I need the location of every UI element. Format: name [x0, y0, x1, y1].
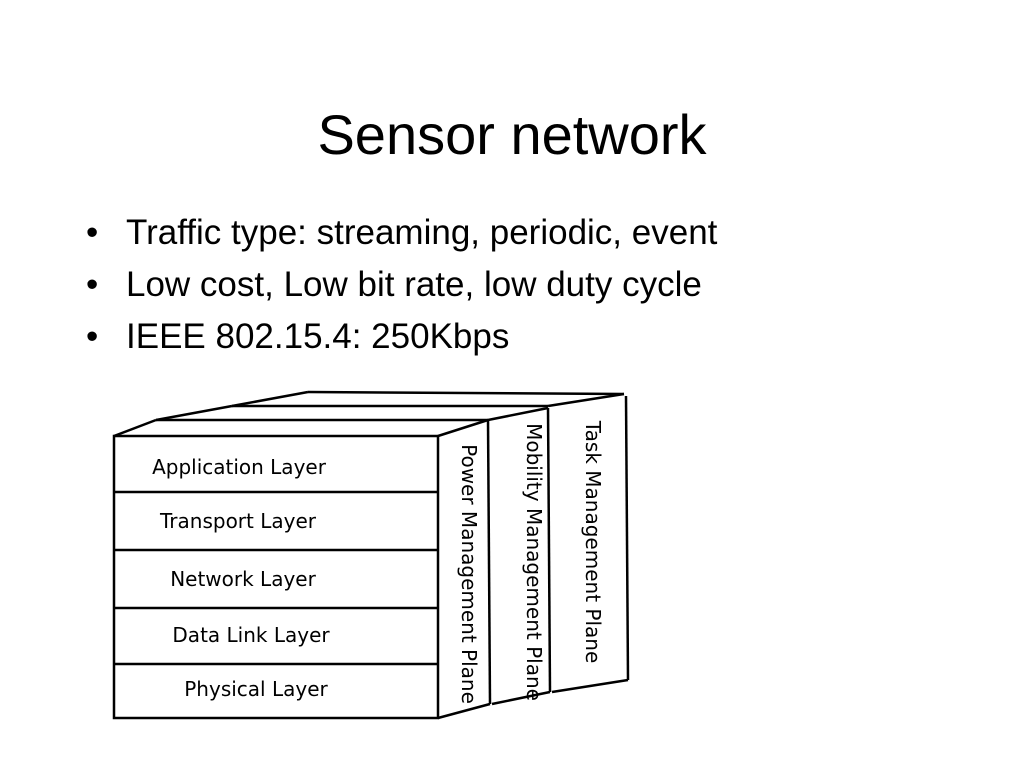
physical-layer-label: Physical Layer: [184, 677, 328, 701]
slide-title: Sensor network: [317, 103, 707, 166]
task-plane-diagonal: [547, 392, 625, 408]
bullet-icon: •: [86, 265, 99, 304]
application-layer-label: Application Layer: [152, 455, 327, 479]
power-management-plane-label: Power Management Plane: [457, 444, 481, 704]
mobility-plane-left-edge: [155, 404, 233, 422]
layer-stack-box: [112, 434, 440, 720]
task-management-plane-label: Task Management Plane: [581, 420, 605, 663]
power-plane-left-edge: [113, 418, 157, 438]
power-plane-diagonal: [437, 418, 489, 438]
bullet-text: Traffic type: streaming, periodic, event: [126, 213, 718, 252]
bullet-text: Low cost, Low bit rate, low duty cycle: [126, 265, 702, 304]
network-layer-label: Network Layer: [170, 567, 316, 591]
mobility-plane-right-edge: [546, 407, 552, 693]
task-plane-left-edge: [231, 390, 309, 408]
bullet-list: • Traffic type: streaming, periodic, eve…: [86, 207, 717, 363]
bullet-item: • Low cost, Low bit rate, low duty cycle: [86, 259, 717, 311]
power-plane-right-edge: [486, 419, 492, 705]
task-plane-right-edge: [624, 395, 630, 681]
task-plane-bottom-edge: [551, 678, 629, 694]
bullet-text: IEEE 802.15.4: 250Kbps: [126, 317, 510, 356]
power-plane-bottom-edge: [437, 702, 491, 720]
mobility-plane-bottom-edge: [491, 690, 551, 706]
bullet-icon: •: [86, 317, 99, 356]
mobility-plane-diagonal: [487, 406, 549, 422]
diagram-lines: [112, 390, 630, 720]
mobility-management-plane-label: Mobility Management Plane: [522, 423, 546, 701]
bullet-icon: •: [86, 213, 99, 252]
bullet-item: • Traffic type: streaming, periodic, eve…: [86, 207, 717, 259]
task-plane-top-edge: [307, 390, 625, 396]
transport-layer-label: Transport Layer: [159, 509, 317, 533]
bullet-item: • IEEE 802.15.4: 250Kbps: [86, 311, 717, 363]
data-link-layer-label: Data Link Layer: [172, 623, 330, 647]
